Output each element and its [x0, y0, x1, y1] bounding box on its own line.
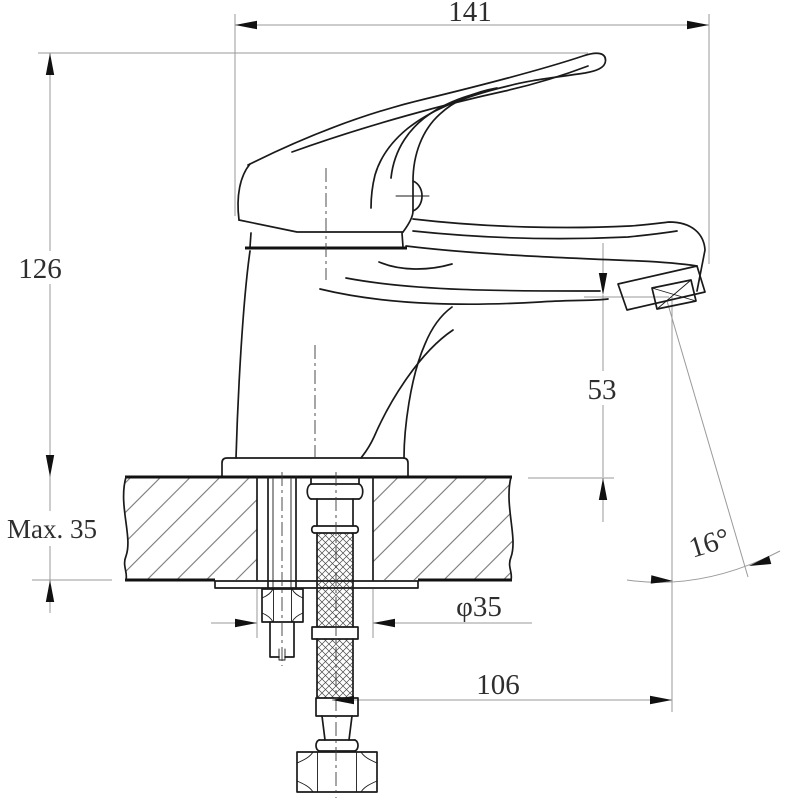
- faucet-spout: [319, 218, 706, 311]
- braided-section-1: [316, 532, 354, 628]
- washer-plate: [214, 580, 419, 589]
- faucet-handle: [237, 52, 607, 248]
- hose-ferrule: [311, 626, 359, 640]
- dim-label-141: 141: [448, 0, 492, 28]
- dim-label-max35: Max. 35: [7, 514, 97, 544]
- break-line-left: [122, 476, 129, 581]
- dimension-126: [38, 52, 588, 477]
- braided-section-2: [316, 638, 354, 699]
- mounting-nut: [261, 588, 304, 623]
- aerator: [617, 265, 706, 311]
- dimension-labels: 141 126 Max. 35 53 φ35 106 16°: [7, 0, 733, 701]
- dimension-arrows: [45, 20, 772, 705]
- countertop-hatch: [123, 477, 514, 580]
- dim-label-106: 106: [476, 669, 520, 701]
- mounting-stud: [261, 476, 304, 661]
- dimension-lines: [32, 14, 781, 712]
- dim-label-phi35: φ35: [456, 591, 502, 623]
- hose-nut: [296, 751, 378, 793]
- countertop-section: [122, 475, 514, 589]
- centerlines: [281, 168, 337, 798]
- hose-braid-texture: [317, 533, 353, 698]
- dim-label-126: 126: [18, 253, 62, 285]
- dimension-phi35: [211, 589, 532, 638]
- dim-label-53: 53: [588, 374, 617, 406]
- faucet-body: [235, 250, 454, 459]
- supply-hose: [296, 476, 378, 793]
- dimension-141: [234, 14, 710, 264]
- break-line-right: [508, 476, 514, 581]
